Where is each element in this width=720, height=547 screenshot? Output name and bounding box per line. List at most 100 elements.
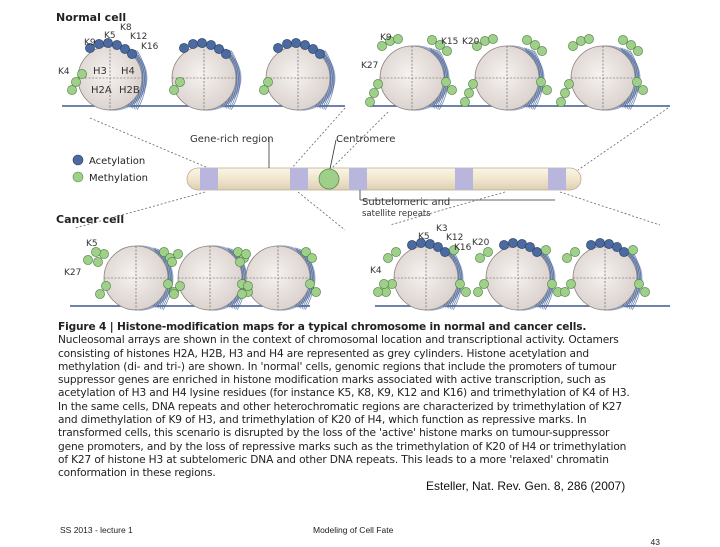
k16-label: K16	[454, 243, 472, 253]
acetylation-mark	[291, 38, 301, 48]
gene-rich-region-label: Gene-rich region	[190, 134, 274, 145]
acetylation-mark	[188, 39, 198, 49]
methylation-mark	[71, 77, 81, 87]
k12-label: K12	[130, 32, 147, 42]
methylation-mark	[633, 46, 643, 56]
methylation-mark	[475, 253, 485, 263]
dna-strand	[541, 249, 552, 309]
acetylation-mark	[282, 39, 292, 49]
methylation-mark	[442, 46, 452, 56]
gene-rich-band	[349, 168, 367, 190]
gene-rich-band	[290, 168, 308, 190]
methylation-mark	[537, 46, 547, 56]
nucleosome-array-normal-repeats	[370, 45, 670, 111]
methylation-mark	[480, 36, 490, 46]
methylation-mark	[169, 85, 179, 95]
acetylation-mark	[440, 247, 450, 257]
dna-strand	[230, 50, 241, 110]
methylation-mark	[447, 85, 457, 95]
normal-cell-label: Normal cell	[56, 11, 126, 24]
methylation-mark	[163, 279, 173, 289]
methylation-mark	[483, 247, 493, 257]
acetylation-mark	[499, 240, 509, 250]
histone-modification-figure: Normal cell Cancer cell Gene-rich region…	[56, 11, 670, 311]
page-number: 43	[650, 537, 660, 547]
methylation-mark	[173, 249, 183, 259]
methylation-mark	[91, 247, 101, 257]
methylation-mark	[522, 35, 532, 45]
k4-label: K4	[370, 266, 382, 276]
k5-label: K5	[418, 232, 430, 242]
k27-label: K27	[361, 61, 378, 71]
figure-caption: Figure 4 | Histone-modification maps for…	[58, 321, 638, 481]
acetylation-mark	[308, 44, 318, 54]
methylation-mark	[472, 41, 482, 51]
modification-marks	[67, 34, 650, 299]
methylation-mark	[556, 97, 566, 107]
acetylation-mark	[525, 242, 535, 252]
nucleosome	[474, 45, 545, 111]
methylation-mark	[243, 281, 253, 291]
methylation-mark	[373, 287, 383, 297]
methylation-mark	[383, 253, 393, 263]
methylation-mark	[237, 289, 247, 299]
methylation-mark	[311, 287, 321, 297]
k3-label: K3	[436, 224, 448, 234]
methylation-mark	[241, 249, 251, 259]
nucleosome	[393, 245, 464, 311]
methylation-mark	[576, 36, 586, 46]
nucleosome	[379, 45, 450, 111]
h2b-label: H2B	[119, 85, 140, 96]
methylation-mark	[167, 257, 177, 267]
dna-strand	[449, 249, 460, 309]
acetylation-mark	[595, 238, 605, 248]
dna-strand	[135, 49, 145, 110]
acetylation-legend-label: Acetylation	[89, 156, 145, 167]
nucleosome	[570, 45, 641, 111]
h4-label: H4	[121, 66, 135, 77]
dna-strand	[227, 49, 238, 109]
methylation-mark	[460, 97, 470, 107]
k8-label: K8	[120, 23, 132, 33]
citation: Esteller, Nat. Rev. Gen. 8, 286 (2007)	[426, 479, 626, 493]
cancer-cell-label: Cancer cell	[56, 213, 124, 226]
acetylation-mark	[214, 44, 224, 54]
dna-strand	[136, 50, 147, 110]
k27-label: K27	[64, 268, 81, 278]
acetylation-mark	[221, 49, 231, 59]
methylation-mark	[305, 279, 315, 289]
methylation-mark	[564, 79, 574, 89]
acetylation-mark	[179, 43, 189, 53]
methylation-mark	[379, 279, 389, 289]
acetylation-mark	[586, 240, 596, 250]
methylation-mark	[566, 279, 576, 289]
gene-rich-band	[455, 168, 473, 190]
h3-label: H3	[93, 66, 107, 77]
methylation-mark	[479, 279, 489, 289]
nucleosome	[77, 45, 148, 111]
centromere-label: Centromere	[336, 134, 395, 145]
connector-lines	[74, 107, 669, 231]
acetylation-mark	[532, 247, 542, 257]
methylation-mark	[530, 40, 540, 50]
subtelomeric-label-line2: satellite repeats	[362, 209, 431, 219]
dna-strand	[628, 249, 639, 309]
acetylation-mark	[85, 43, 95, 53]
methylation-mark	[307, 253, 317, 263]
caption-title: Figure 4 | Histone-modification maps for…	[58, 321, 587, 333]
methylation-mark	[263, 77, 273, 87]
k15-label: K15	[441, 37, 458, 47]
k20-label: K20	[472, 238, 490, 248]
methylation-mark	[377, 41, 387, 51]
acetylation-legend-icon	[72, 154, 84, 166]
methylation-mark	[259, 85, 269, 95]
nucleosome	[171, 45, 242, 111]
methylation-mark	[301, 247, 311, 257]
methylation-mark	[365, 97, 375, 107]
methylation-mark	[93, 257, 103, 267]
dna-strand	[133, 49, 144, 109]
nucleosome	[103, 245, 174, 311]
dna-strand	[229, 49, 239, 110]
acetylation-mark	[315, 49, 325, 59]
methylation-mark	[562, 253, 572, 263]
